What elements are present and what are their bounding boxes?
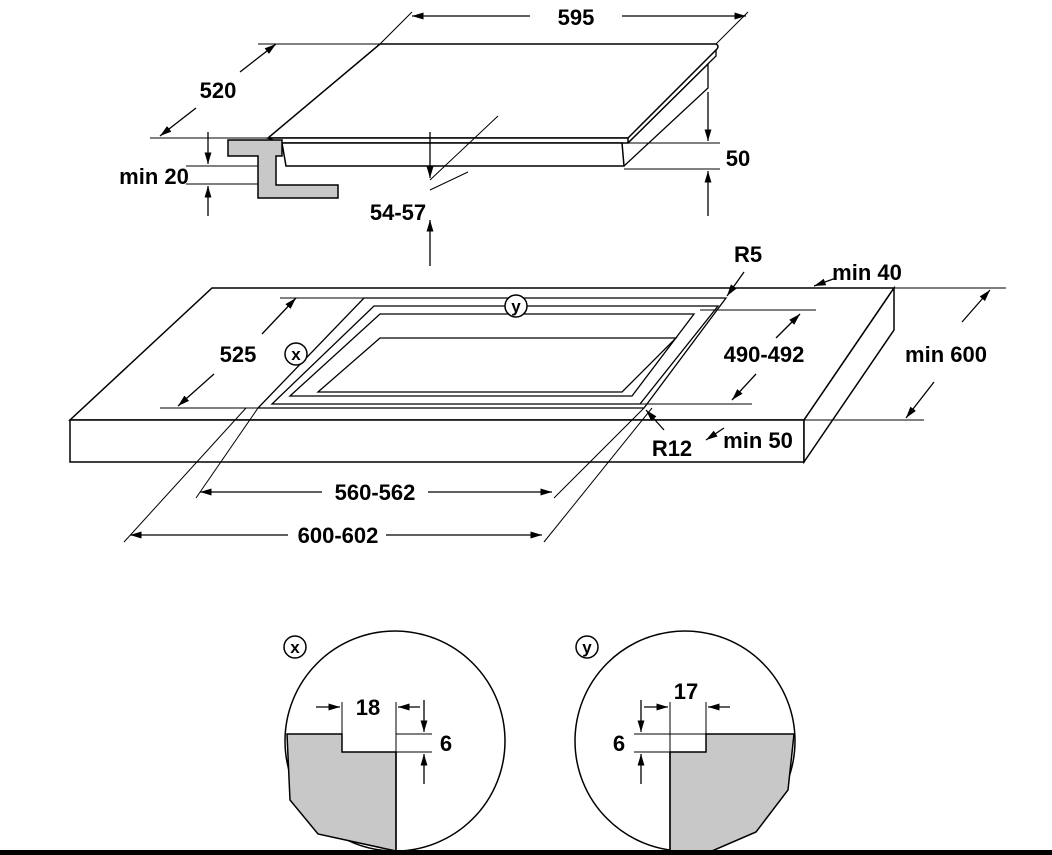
detail-y-marker-label: y <box>582 638 592 657</box>
marker-y-label: y <box>511 297 521 316</box>
marker-x-label: x <box>291 345 301 364</box>
worktop-profile <box>227 139 339 199</box>
label-525: 525 <box>220 342 257 367</box>
hob-drawing <box>150 11 749 266</box>
label-600-602: 600-602 <box>298 523 379 548</box>
label-min-50: min 50 <box>723 428 793 453</box>
cutout-floor <box>316 337 678 393</box>
marker-x-circle <box>284 342 308 366</box>
detail-x-marker-label: x <box>290 638 300 657</box>
cutout-ledge <box>288 313 696 397</box>
label-r12: R12 <box>652 436 692 461</box>
label-min-600: min 600 <box>905 342 987 367</box>
detail-y-grey <box>669 733 795 852</box>
marker-y-circle <box>504 294 528 318</box>
detail-y <box>574 630 796 852</box>
label-595: 595 <box>558 5 595 30</box>
worktop-front-face <box>69 419 805 463</box>
hob-glass-top <box>265 43 719 139</box>
label-min-40: min 40 <box>832 260 902 285</box>
label-490-492: 490-492 <box>724 342 805 367</box>
detail-y-step-label: 6 <box>613 731 625 756</box>
detail-x-marker-circle <box>283 635 307 659</box>
detail-x <box>283 630 506 852</box>
label-min-20: min 20 <box>119 164 189 189</box>
detail-x-width-label: 18 <box>356 695 380 720</box>
worktop-side-face <box>803 285 895 465</box>
label-560-562: 560-562 <box>335 480 416 505</box>
label-50: 50 <box>726 146 750 171</box>
label-r5: R5 <box>734 242 762 267</box>
detail-x-step-label: 6 <box>440 731 452 756</box>
worktop-drawing <box>68 271 1006 543</box>
hob-body <box>281 142 625 167</box>
detail-y-width-label: 17 <box>674 679 698 704</box>
detail-y-marker-circle <box>575 635 599 659</box>
label-520: 520 <box>200 78 237 103</box>
label-54-57: 54-57 <box>370 200 426 225</box>
bottom-rule <box>0 850 1052 855</box>
detail-x-grey <box>286 733 397 852</box>
